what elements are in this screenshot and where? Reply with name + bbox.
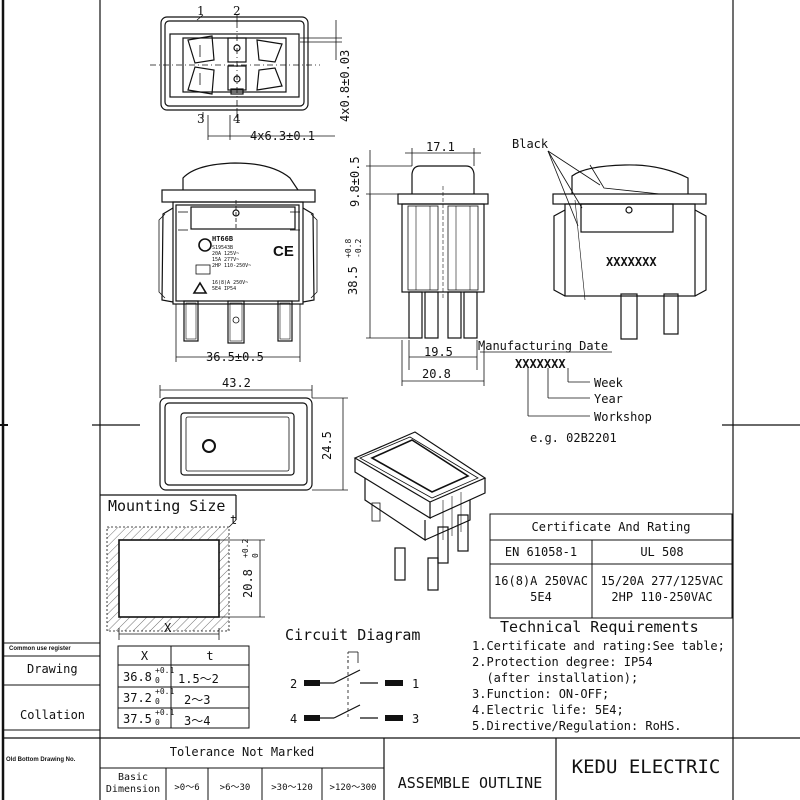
mount-row-1-tol-upper: +0.1 xyxy=(155,666,175,675)
collation-label: Collation xyxy=(20,708,86,722)
tolerance-title: Tolerance Not Marked xyxy=(169,745,315,759)
mounting-title: Mounting Size xyxy=(108,497,226,515)
label-black: Black xyxy=(512,137,549,151)
mount-row-1-x: 36.8 xyxy=(123,670,152,684)
colour-view xyxy=(547,150,707,340)
colour-code: XXXXXXX xyxy=(606,255,657,269)
circuit-title: Circuit Diagram xyxy=(285,626,421,644)
date-code: XXXXXXX xyxy=(515,357,566,371)
pin-label-4: 4 xyxy=(233,112,241,126)
side-dim-upper: 9.8±0.5 xyxy=(348,156,362,207)
title-block-lines xyxy=(3,642,800,800)
circuit-terminal-4: 4 xyxy=(290,712,298,726)
marking-line-1: S19543B xyxy=(212,245,234,251)
mounting-dim-height: 20.8 xyxy=(241,569,255,598)
tolerance-range-2: >6～30 xyxy=(219,783,251,793)
side-dim-height: 38.5 xyxy=(346,266,360,295)
tolerance-range-4: >120～300 xyxy=(329,783,377,793)
pin-label-2: 2 xyxy=(233,4,241,18)
front-view xyxy=(158,162,318,362)
date-year: Year xyxy=(594,392,623,406)
pin-label-3: 3 xyxy=(197,112,205,126)
tech-item-5: 5.Directive/Regulation: RoHS. xyxy=(472,719,682,733)
tech-item-2b: (after installation); xyxy=(472,671,639,685)
cert-col1-line-1: 16(8)A 250VAC xyxy=(494,574,588,588)
mount-table-head-x: X xyxy=(140,649,149,663)
marking-line-3: 15A 277V~ xyxy=(212,257,240,263)
iso-view xyxy=(353,431,487,591)
tolerance-range-1: >0～6 xyxy=(174,783,200,793)
date-example: e.g. 02B2201 xyxy=(530,431,617,445)
doc-title: ASSEMBLE OUTLINE xyxy=(397,774,543,792)
cert-col2-line-2: 2HP 110-250VAC xyxy=(611,590,713,604)
tech-item-3: 3.Function: ON-OFF; xyxy=(472,687,610,701)
marking-line-0: HT66B xyxy=(212,235,234,243)
top-view xyxy=(150,14,342,140)
circuit-terminal-3: 3 xyxy=(412,712,420,726)
side-dim-bottom: 20.8 xyxy=(422,367,451,381)
circuit-terminal-2: 2 xyxy=(290,677,298,691)
date-week: Week xyxy=(594,376,623,390)
company-name: KEDU ELECTRIC xyxy=(571,756,721,778)
circuit-terminal-1: 1 xyxy=(412,677,420,691)
marking-line-5: 16(8)A 250V~ xyxy=(212,280,249,286)
date-code-lines xyxy=(480,351,612,417)
tech-item-2: 2.Protection degree: IP54 xyxy=(472,655,653,669)
certificate-lines xyxy=(489,513,733,619)
pin-label-1: 1 xyxy=(197,4,205,18)
bottom-view xyxy=(159,385,348,491)
mounting-lines xyxy=(100,494,265,729)
marking-line-2: 20A 125V~ xyxy=(212,251,240,257)
date-workshop: Workshop xyxy=(594,410,652,424)
bottom-dim-height: 24.5 xyxy=(320,431,334,460)
mount-row-3-tol-upper: +0.1 xyxy=(155,708,175,717)
side-dim-top: 17.1 xyxy=(426,140,455,154)
side-dim-inner: 19.5 xyxy=(424,345,453,359)
marking-line-6: 5E4 IP54 xyxy=(212,286,237,292)
side-dim-tol-upper: +0.8 xyxy=(344,238,353,258)
basic-dimension-label: Basic Dimension xyxy=(105,772,161,795)
mount-row-1-t: 1.5～2 xyxy=(178,672,219,686)
drawing-label: Drawing xyxy=(27,662,78,676)
mount-row-1-tol-lower: 0 xyxy=(155,676,160,685)
date-title: Manufacturing Date xyxy=(478,339,609,353)
top-dim-height: 4x0.8±0.03 xyxy=(338,49,352,122)
old-bottom-label: Old Bottom Drawing No. xyxy=(6,757,76,763)
tech-item-4: 4.Electric life: 5E4; xyxy=(472,703,624,717)
cert-col1-head: EN 61058-1 xyxy=(504,545,578,559)
mounting-tol-lower: 0 xyxy=(251,553,260,558)
top-dim-width: 4x6.3±0.1 xyxy=(250,129,316,143)
tech-item-1: 1.Certificate and rating:See table; xyxy=(472,639,725,653)
mount-row-3-x: 37.5 xyxy=(123,712,152,726)
circuit-terminals xyxy=(304,680,403,721)
marking-line-4: 2HP 110-250V~ xyxy=(212,263,252,269)
tolerance-range-3: >30～120 xyxy=(271,783,313,793)
mount-row-2-t: 2～3 xyxy=(184,693,211,707)
common-use-label: Common use register xyxy=(9,646,71,652)
mounting-label-t: t xyxy=(230,513,238,527)
side-view xyxy=(366,148,489,386)
cert-title: Certificate And Rating xyxy=(531,520,691,534)
circuit-lines xyxy=(318,651,378,719)
cert-col1-line-2: 5E4 xyxy=(530,590,552,604)
mount-row-2-tol-lower: 0 xyxy=(155,697,160,706)
front-dim-width: 36.5±0.5 xyxy=(206,350,264,364)
mount-row-3-t: 3～4 xyxy=(184,714,211,728)
mount-row-2-tol-upper: +0.1 xyxy=(155,687,175,696)
ce-mark: CE xyxy=(273,243,294,260)
tech-title: Technical Requirements xyxy=(500,618,699,636)
mount-row-2-x: 37.2 xyxy=(123,691,152,705)
cert-col2-line-1: 15/20A 277/125VAC xyxy=(600,574,724,588)
mounting-tol-upper: +0.2 xyxy=(241,538,250,558)
cert-col2-head: UL 508 xyxy=(640,545,684,559)
mount-table-head-t: t xyxy=(206,649,214,663)
mounting-label-x: X xyxy=(164,621,172,635)
side-dim-tol-lower: -0.2 xyxy=(354,238,363,258)
mount-row-3-tol-lower: 0 xyxy=(155,718,160,727)
bottom-dim-width: 43.2 xyxy=(222,376,251,390)
